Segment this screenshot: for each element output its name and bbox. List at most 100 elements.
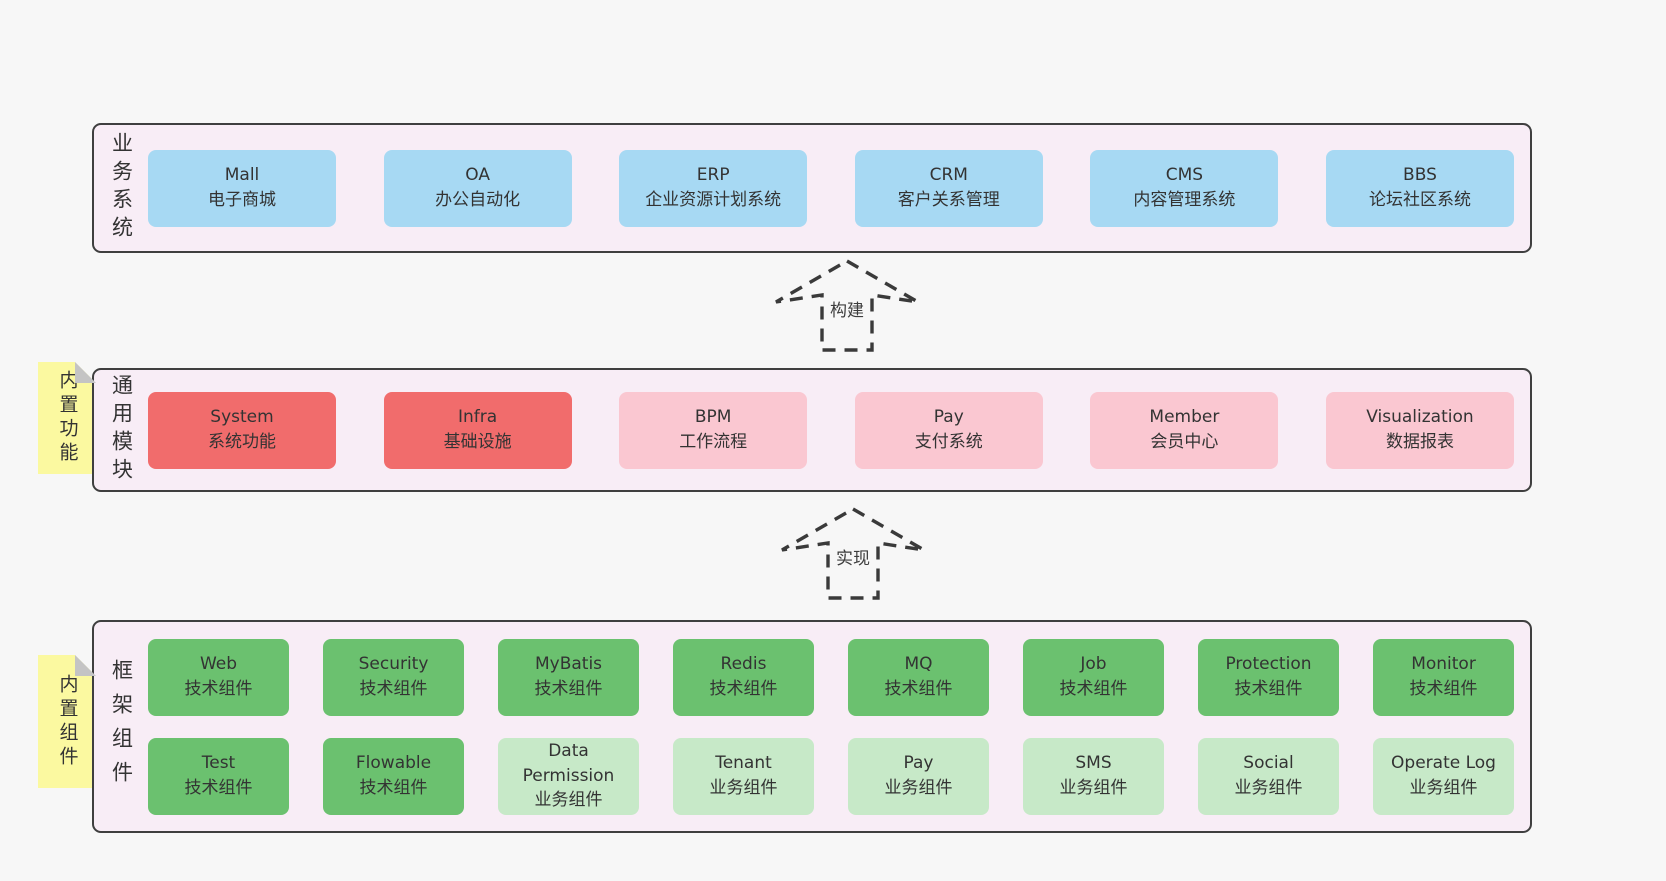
box-infra: Infra 基础设施 bbox=[383, 391, 572, 469]
box-title: Protection bbox=[1225, 654, 1312, 675]
box-title: Visualization bbox=[1366, 407, 1474, 428]
box-subtitle: 工作流程 bbox=[679, 432, 748, 452]
box-flowable: Flowable 技术组件 bbox=[323, 737, 464, 815]
box-monitor: Monitor 技术组件 bbox=[1373, 638, 1514, 716]
box-subtitle: 技术组件 bbox=[884, 679, 953, 699]
box-title: Monitor bbox=[1411, 654, 1476, 675]
build-arrow-label: 构建 bbox=[825, 294, 869, 323]
dashed-up-arrow-icon bbox=[775, 259, 919, 352]
box-subtitle: 业务组件 bbox=[1059, 778, 1128, 798]
box-subtitle: 技术组件 bbox=[534, 679, 603, 699]
box-subtitle: 数据报表 bbox=[1385, 432, 1454, 452]
box-title: Operate Log bbox=[1391, 753, 1496, 774]
box-job: Job 技术组件 bbox=[1023, 638, 1164, 716]
box-test: Test 技术组件 bbox=[148, 737, 289, 815]
box-subtitle: 系统功能 bbox=[208, 432, 276, 452]
box-title: Social bbox=[1243, 753, 1294, 774]
box-title: SMS bbox=[1075, 753, 1112, 774]
box-title: CMS bbox=[1165, 165, 1204, 186]
box-member: Member 会员中心 bbox=[1090, 391, 1279, 469]
business-systems-panel: 业务系统 Mall 电子商城 OA 办公自动化 ERP 企业资源计划系统 CRM… bbox=[92, 123, 1532, 253]
box-mybatis: MyBatis 技术组件 bbox=[498, 638, 639, 716]
box-pay-component: Pay 业务组件 bbox=[848, 737, 989, 815]
box-mq: MQ 技术组件 bbox=[848, 638, 989, 716]
box-title: Tenant bbox=[715, 753, 772, 774]
implement-arrow: 实现 bbox=[778, 506, 928, 602]
box-title: Security bbox=[358, 654, 429, 675]
box-subtitle: 业务组件 bbox=[709, 778, 778, 798]
box-subtitle: 技术组件 bbox=[359, 778, 428, 798]
build-arrow: 构建 bbox=[772, 258, 922, 354]
box-title: ERP bbox=[696, 165, 730, 186]
box-subtitle: 企业资源计划系统 bbox=[645, 190, 782, 210]
box-visualization: Visualization 数据报表 bbox=[1325, 391, 1514, 469]
box-protection: Protection 技术组件 bbox=[1198, 638, 1339, 716]
framework-components-panel: 框架组件 Web 技术组件 Security 技术组件 MyBatis 技术组件… bbox=[92, 620, 1532, 833]
box-subtitle: 电子商城 bbox=[208, 190, 276, 210]
box-title: MQ bbox=[904, 654, 933, 675]
box-subtitle: 支付系统 bbox=[914, 432, 983, 452]
box-title: BPM bbox=[694, 407, 732, 428]
box-subtitle: 业务组件 bbox=[534, 790, 603, 811]
box-subtitle: 技术组件 bbox=[1234, 679, 1303, 699]
box-subtitle: 技术组件 bbox=[359, 679, 428, 699]
box-social: Social 业务组件 bbox=[1198, 737, 1339, 815]
sticky-note-builtin-features: 内置功能 bbox=[38, 362, 96, 474]
common-modules-panel: 通用模块 System 系统功能 Infra 基础设施 BPM 工作流程 Pay… bbox=[92, 368, 1532, 492]
framework-components-label: 框架组件 bbox=[109, 658, 134, 795]
box-title: Job bbox=[1080, 654, 1107, 675]
box-subtitle: 基础设施 bbox=[443, 432, 512, 452]
box-title: System bbox=[210, 407, 274, 428]
business-systems-label: 业务系统 bbox=[109, 132, 134, 244]
box-crm: CRM 客户关系管理 bbox=[854, 149, 1043, 227]
box-title: Infra bbox=[458, 407, 498, 428]
box-title: Data Permission bbox=[522, 741, 615, 786]
box-subtitle: 业务组件 bbox=[884, 778, 953, 798]
common-modules-label: 通用模块 bbox=[109, 374, 134, 486]
box-title: Pay bbox=[903, 753, 934, 774]
box-subtitle: 客户关系管理 bbox=[897, 190, 1000, 210]
box-erp: ERP 企业资源计划系统 bbox=[619, 149, 808, 227]
box-subtitle: 业务组件 bbox=[1409, 778, 1478, 798]
box-subtitle: 论坛社区系统 bbox=[1368, 190, 1471, 210]
box-bpm: BPM 工作流程 bbox=[619, 391, 808, 469]
box-web: Web 技术组件 bbox=[148, 638, 289, 716]
box-title: CRM bbox=[929, 165, 968, 186]
box-tenant: Tenant 业务组件 bbox=[673, 737, 814, 815]
box-title: Redis bbox=[720, 654, 767, 675]
box-security: Security 技术组件 bbox=[323, 638, 464, 716]
tech-components-row: Web 技术组件 Security 技术组件 MyBatis 技术组件 Redi… bbox=[148, 638, 1514, 716]
box-title: MyBatis bbox=[534, 654, 603, 675]
box-title: Member bbox=[1149, 407, 1220, 428]
box-cms: CMS 内容管理系统 bbox=[1090, 149, 1279, 227]
business-components-row: Test 技术组件 Flowable 技术组件 Data Permission … bbox=[148, 737, 1514, 815]
sticky-note-builtin-components: 内置组件 bbox=[38, 655, 96, 788]
box-oa: OA 办公自动化 bbox=[383, 149, 572, 227]
box-mall: Mall 电子商城 bbox=[148, 149, 336, 227]
box-data-permission: Data Permission 业务组件 bbox=[498, 737, 639, 815]
box-title: Pay bbox=[933, 407, 964, 428]
box-bbs: BBS 论坛社区系统 bbox=[1325, 149, 1514, 227]
business-systems-boxes: Mall 电子商城 OA 办公自动化 ERP 企业资源计划系统 CRM 客户关系… bbox=[148, 149, 1514, 227]
implement-arrow-label: 实现 bbox=[831, 542, 875, 571]
box-subtitle: 办公自动化 bbox=[435, 190, 521, 210]
box-pay-module: Pay 支付系统 bbox=[854, 391, 1043, 469]
box-title: BBS bbox=[1403, 165, 1437, 186]
box-subtitle: 技术组件 bbox=[709, 679, 778, 699]
box-subtitle: 会员中心 bbox=[1150, 432, 1219, 452]
box-subtitle: 内容管理系统 bbox=[1133, 190, 1236, 210]
box-subtitle: 技术组件 bbox=[1059, 679, 1128, 699]
box-subtitle: 业务组件 bbox=[1234, 778, 1303, 798]
box-system: System 系统功能 bbox=[148, 391, 336, 469]
box-title: Test bbox=[201, 753, 236, 774]
box-sms: SMS 业务组件 bbox=[1023, 737, 1164, 815]
box-title: Web bbox=[199, 654, 238, 675]
box-subtitle: 技术组件 bbox=[1409, 679, 1478, 699]
box-title: OA bbox=[465, 165, 490, 186]
box-title: Mall bbox=[224, 165, 260, 186]
box-redis: Redis 技术组件 bbox=[673, 638, 814, 716]
common-modules-boxes: System 系统功能 Infra 基础设施 BPM 工作流程 Pay 支付系统… bbox=[148, 391, 1514, 469]
box-subtitle: 技术组件 bbox=[184, 679, 253, 699]
framework-components-boxes: Web 技术组件 Security 技术组件 MyBatis 技术组件 Redi… bbox=[148, 638, 1514, 815]
